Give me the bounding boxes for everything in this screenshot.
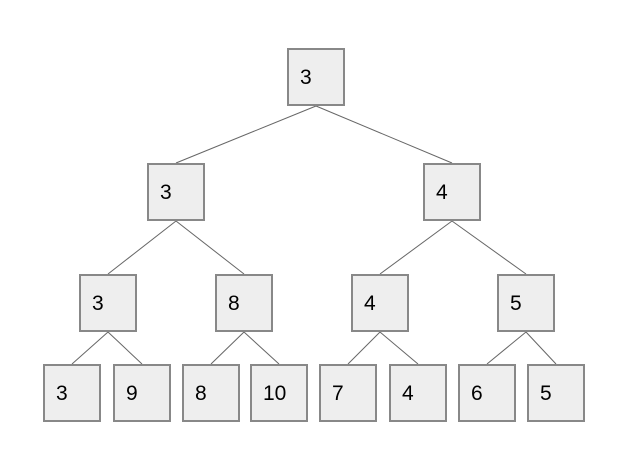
tree-node-label: 6 [471, 381, 483, 405]
tree-node-label: 10 [263, 381, 287, 405]
tree-node-n0: 3 [287, 48, 345, 106]
tree-edge [347, 331, 381, 365]
tree-edge [315, 105, 453, 164]
tree-edge [486, 331, 527, 365]
tree-edge [175, 220, 245, 275]
tree-node-label: 4 [402, 381, 414, 405]
tree-node-label: 4 [436, 180, 448, 204]
tree-node-label: 8 [195, 381, 207, 405]
tree-node-n10: 10 [250, 364, 308, 422]
tree-node-n9: 8 [182, 364, 240, 422]
tree-node-label: 4 [364, 291, 376, 315]
tree-edge [525, 331, 557, 365]
tree-node-label: 5 [510, 291, 522, 315]
tree-edge [71, 331, 109, 365]
tree-edge [379, 220, 453, 275]
tree-node-label: 5 [540, 381, 552, 405]
tree-node-n1: 3 [147, 163, 205, 221]
tree-edge [107, 331, 143, 365]
tree-node-label: 9 [126, 381, 138, 405]
tree-node-n11: 7 [319, 364, 377, 422]
tree-node-n7: 3 [43, 364, 101, 422]
tree-node-n4: 8 [215, 274, 273, 332]
tree-edge [175, 105, 317, 164]
tree-node-n3: 3 [79, 274, 137, 332]
tree-node-n2: 4 [423, 163, 481, 221]
tree-node-label: 8 [228, 291, 240, 315]
tree-node-n12: 4 [389, 364, 447, 422]
tree-edge [243, 331, 280, 365]
tree-edge [451, 220, 527, 275]
tree-node-label: 7 [332, 381, 344, 405]
tree-node-label: 3 [56, 381, 68, 405]
tree-edge [379, 331, 419, 365]
tree-node-n13: 6 [458, 364, 516, 422]
tree-node-n14: 5 [527, 364, 585, 422]
tree-node-label: 3 [160, 180, 172, 204]
tree-node-n8: 9 [113, 364, 171, 422]
tree-node-n5: 4 [351, 274, 409, 332]
tree-node-n6: 5 [497, 274, 555, 332]
tree-edge [107, 220, 177, 275]
tree-node-label: 3 [300, 65, 312, 89]
tree-edge [210, 331, 245, 365]
tree-node-label: 3 [92, 291, 104, 315]
